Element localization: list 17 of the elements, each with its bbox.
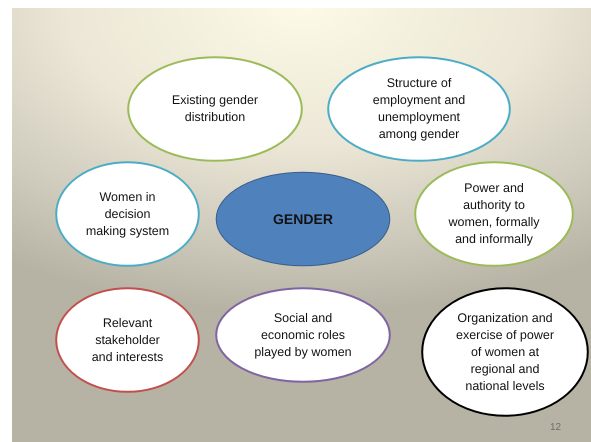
topic-text: Women in decision making system bbox=[84, 188, 170, 240]
topic-text: Power and authority to women, formally and informally bbox=[448, 180, 540, 248]
topic-ellipse bbox=[127, 56, 303, 162]
center-ellipse bbox=[215, 171, 391, 267]
center-title: GENDER bbox=[273, 210, 333, 228]
topic-ellipse bbox=[215, 287, 391, 383]
topic-text: Social and economic roles played by women bbox=[253, 310, 353, 360]
topic-ellipse bbox=[55, 287, 200, 393]
topic-ellipse bbox=[327, 56, 511, 162]
topic-text: Structure of employment and unemployment among gender bbox=[372, 75, 466, 143]
topic-text: Existing gender distribution bbox=[170, 92, 260, 126]
topic-ellipse bbox=[421, 287, 589, 417]
topic-ellipse bbox=[414, 161, 574, 267]
topic-text: Relevant stakeholder and interests bbox=[90, 314, 164, 366]
topic-ellipse bbox=[55, 161, 200, 267]
page-number: 12 bbox=[550, 422, 562, 433]
topic-text: Organization and exercise of power of women at regional and national levels bbox=[455, 310, 555, 394]
